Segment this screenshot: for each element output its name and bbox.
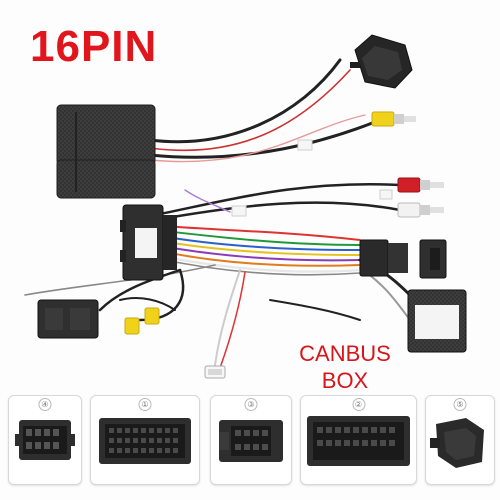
connector-thumb-5: ⑤ — [425, 395, 495, 485]
connector-thumb-2: ② — [300, 395, 417, 485]
wire-tag — [231, 205, 247, 217]
connector-thumb-3: ③ — [210, 395, 292, 485]
wire-tag — [297, 139, 313, 151]
main-harness-block — [120, 204, 177, 281]
connector-number: ③ — [244, 398, 258, 411]
connector-number: ② — [352, 398, 365, 411]
connector-number: ④ — [38, 398, 52, 411]
top-angled-plug — [350, 34, 413, 89]
16pin-plug — [359, 239, 447, 279]
connector-thumb-4: ④ — [8, 395, 82, 485]
angled-plug-icon — [430, 418, 484, 468]
lower-left-plug — [37, 299, 99, 339]
wire-tag — [379, 189, 393, 200]
connector-number: ① — [138, 398, 152, 411]
connector-thumbnails: ④ ① — [0, 395, 500, 495]
wide-multipin-connector-icon — [307, 416, 410, 466]
canbus-box — [407, 289, 467, 353]
16pin-connector-icon — [15, 420, 75, 460]
power-adapter-module — [56, 104, 156, 199]
small-white-connector — [204, 365, 226, 379]
rca-camera-input — [124, 307, 160, 335]
small-square-connector-icon — [219, 420, 283, 462]
canbus-label-line1: CANBUS — [299, 341, 391, 366]
pin-count-title: 16PIN — [30, 22, 158, 71]
canbus-box-label: CANBUS BOX — [285, 340, 405, 394]
canbus-label-line2: BOX — [321, 368, 369, 393]
main-harness-connector-icon — [99, 418, 191, 464]
rca-audio-white — [397, 202, 444, 218]
wiring-harness-illustration — [24, 34, 467, 379]
connector-number: ⑤ — [453, 398, 467, 411]
rca-audio-red — [397, 177, 444, 193]
rca-video-yellow — [371, 111, 416, 127]
connector-thumb-1: ① — [90, 395, 200, 485]
